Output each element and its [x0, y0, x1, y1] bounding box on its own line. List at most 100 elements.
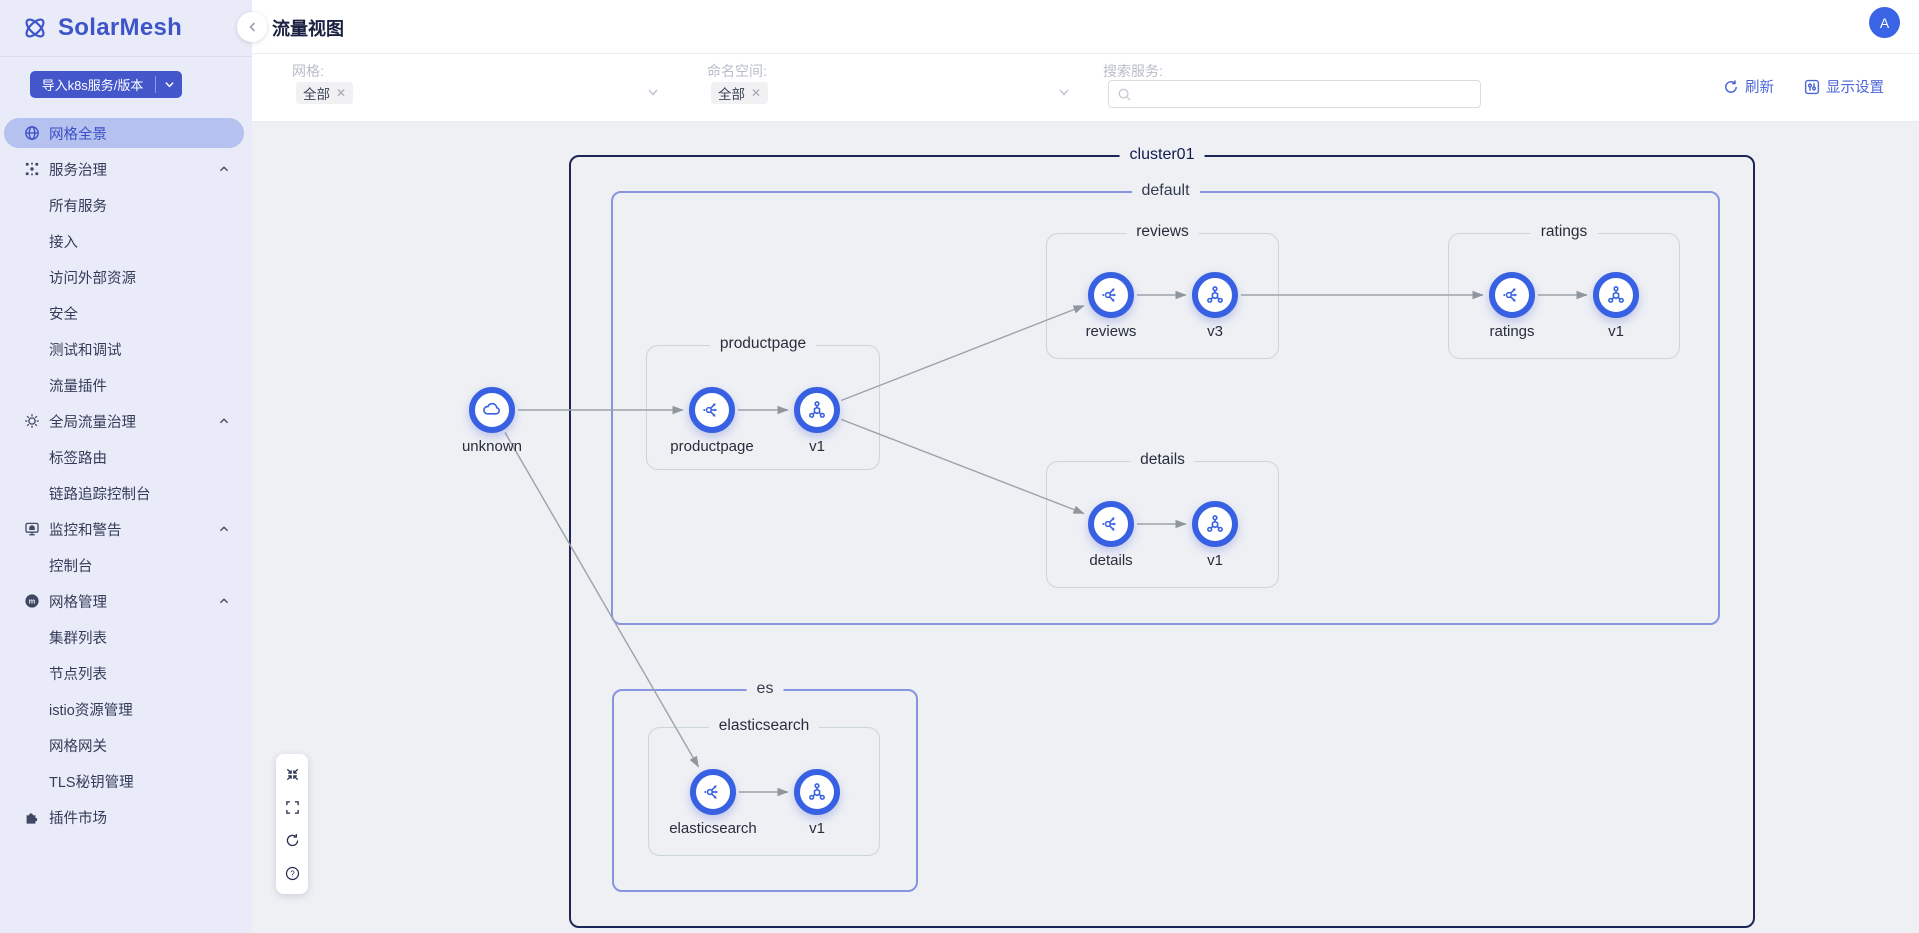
import-k8s-button[interactable]: 导入k8s服务/版本 [30, 71, 182, 98]
chevron-up-icon[interactable] [218, 417, 230, 425]
sidebar-item-service-governance[interactable]: 服务治理 [0, 151, 252, 187]
sidebar-item-istio-resources[interactable]: istio资源管理 [0, 691, 252, 727]
sidebar-item-label: 接入 [49, 234, 78, 251]
group-box-grp-details[interactable]: details [1046, 451, 1279, 588]
namespace-filter-tag[interactable]: 全部 ✕ [711, 82, 769, 104]
node-elasticsearch-v1[interactable]: v1 [757, 769, 877, 837]
cluster-label: cluster01 [1119, 146, 1205, 164]
node-circle[interactable] [1192, 272, 1238, 318]
node-circle[interactable] [794, 387, 840, 433]
workload-icon [1204, 284, 1226, 306]
node-details[interactable]: details [1051, 501, 1171, 569]
sidebar-collapse-button[interactable] [237, 12, 267, 42]
node-unknown[interactable]: unknown [432, 387, 552, 455]
node-circle[interactable] [1192, 501, 1238, 547]
search-service-box[interactable] [1108, 80, 1481, 108]
mesh-filter-label: 网格: [292, 63, 324, 79]
help-button[interactable]: ? [276, 857, 308, 890]
close-icon[interactable]: ✕ [336, 86, 347, 100]
chevron-down-icon[interactable] [647, 88, 659, 97]
node-circle[interactable] [689, 387, 735, 433]
node-productpage-v1[interactable]: v1 [757, 387, 877, 455]
sidebar-item-label: 链路追踪控制台 [49, 486, 151, 503]
node-reviews[interactable]: reviews [1051, 272, 1171, 340]
filter-actions: 刷新 显示设置 [1723, 76, 1884, 97]
node-circle[interactable] [794, 769, 840, 815]
sidebar-item-label-routing[interactable]: 标签路由 [0, 439, 252, 475]
sidebar-item-monitoring-alerts[interactable]: 监控和警告 [0, 511, 252, 547]
sidebar-item-node-list[interactable]: 节点列表 [0, 655, 252, 691]
svg-text:m: m [29, 597, 36, 606]
sidebar-item-label: 监控和警告 [49, 522, 122, 539]
sidebar-item-label: 访问外部资源 [49, 270, 136, 287]
namespace-label: es [746, 680, 784, 698]
node-ratings-v1[interactable]: v1 [1556, 272, 1676, 340]
node-circle[interactable] [469, 387, 515, 433]
mesh-filter-tag[interactable]: 全部 ✕ [296, 82, 354, 104]
service-governance-icon [24, 161, 40, 177]
group-box-grp-ratings[interactable]: ratings [1448, 223, 1680, 359]
node-circle[interactable] [1593, 272, 1639, 318]
global-traffic-icon [24, 413, 40, 429]
node-details-v1[interactable]: v1 [1155, 501, 1275, 569]
chevron-up-icon[interactable] [218, 525, 230, 533]
sidebar-item-tracing-console[interactable]: 链路追踪控制台 [0, 475, 252, 511]
mesh-filter-tag-text: 全部 [303, 87, 330, 102]
mesh-management-icon: m [24, 593, 40, 609]
node-reviews-v3[interactable]: v3 [1155, 272, 1275, 340]
node-circle[interactable] [1088, 272, 1134, 318]
cloud-icon [481, 399, 503, 421]
chevron-down-icon[interactable] [156, 80, 182, 89]
sidebar-item-mesh-overview[interactable]: 网格全景 [4, 118, 244, 148]
node-circle[interactable] [1489, 272, 1535, 318]
sidebar-item-external-resources[interactable]: 访问外部资源 [0, 259, 252, 295]
sidebar-item-all-services[interactable]: 所有服务 [0, 187, 252, 223]
node-ratings[interactable]: ratings [1452, 272, 1572, 340]
service-icon [702, 781, 724, 803]
sidebar-item-label: 标签路由 [49, 450, 107, 467]
reload-button[interactable] [276, 824, 308, 857]
sidebar-item-test-debug[interactable]: 测试和调试 [0, 331, 252, 367]
group-label: ratings [1530, 223, 1598, 241]
chevron-down-icon[interactable] [1058, 88, 1070, 97]
sidebar-item-global-traffic[interactable]: 全局流量治理 [0, 403, 252, 439]
group-box-grp-elasticsearch[interactable]: elasticsearch [648, 717, 880, 856]
sidebar-item-label: istio资源管理 [49, 702, 133, 719]
node-circle[interactable] [1088, 501, 1134, 547]
node-circle[interactable] [690, 769, 736, 815]
group-box-grp-productpage[interactable]: productpage [646, 335, 880, 470]
node-label: v1 [1608, 323, 1624, 340]
sidebar-item-traffic-plugins[interactable]: 流量插件 [0, 367, 252, 403]
node-label: v1 [809, 820, 825, 837]
sidebar-item-label: 集群列表 [49, 630, 107, 647]
sidebar-item-label: 所有服务 [49, 198, 107, 215]
refresh-button[interactable]: 刷新 [1723, 76, 1774, 97]
fullscreen-button[interactable] [276, 791, 308, 824]
search-service-input[interactable] [1138, 85, 1480, 103]
avatar[interactable]: A [1869, 7, 1900, 38]
sidebar-item-label: 网格全景 [49, 126, 107, 143]
sidebar-item-console[interactable]: 控制台 [0, 547, 252, 583]
button-divider [155, 76, 156, 93]
fit-view-button[interactable] [276, 758, 308, 791]
group-label: elasticsearch [708, 717, 820, 735]
logo: SolarMesh [0, 0, 252, 57]
node-productpage[interactable]: productpage [652, 387, 772, 455]
display-settings-button[interactable]: 显示设置 [1804, 76, 1884, 97]
chevron-up-icon[interactable] [218, 597, 230, 605]
group-box-grp-reviews[interactable]: reviews [1046, 223, 1279, 359]
sidebar-item-cluster-list[interactable]: 集群列表 [0, 619, 252, 655]
sidebar-item-mesh-gateway[interactable]: 网格网关 [0, 727, 252, 763]
fullscreen-icon [285, 800, 300, 815]
main-area: 流量视图 A 网格: 全部 ✕ 命名空间: 全部 ✕ 搜索服务: [252, 0, 1919, 933]
chevron-up-icon[interactable] [218, 165, 230, 173]
close-icon[interactable]: ✕ [751, 86, 762, 100]
node-label: productpage [670, 438, 754, 455]
sidebar-item-access[interactable]: 接入 [0, 223, 252, 259]
node-elasticsearch[interactable]: elasticsearch [653, 769, 773, 837]
sidebar-item-tls-secrets[interactable]: TLS秘钥管理 [0, 763, 252, 799]
sidebar-item-security[interactable]: 安全 [0, 295, 252, 331]
sidebar-item-plugin-market[interactable]: 插件市场 [0, 799, 252, 835]
